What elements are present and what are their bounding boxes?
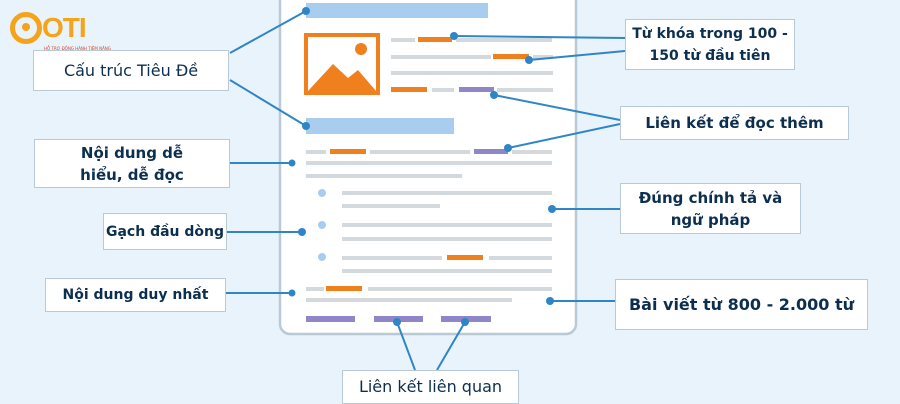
- document-page: [278, 0, 578, 336]
- label-read-more-text: Liên kết để đọc thêm: [645, 114, 824, 132]
- label-unique-content: Nội dung duy nhất: [45, 278, 226, 312]
- label-title-structure-text: Cấu trúc Tiêu Đề: [63, 60, 199, 80]
- moti-logo: OTI HỖ TRỢ ĐỒNG HÀNH TIÊM NĂNG: [10, 10, 111, 56]
- text-block-paragraph: [306, 149, 552, 178]
- heading-bar-top: [306, 3, 488, 18]
- connector-lines: [226, 10, 626, 371]
- label-spelling-line1: Đúng chính tả và: [638, 188, 783, 207]
- label-related-links: Liên kết liên quan: [342, 370, 519, 404]
- label-word-count-text: Bài viết từ 800 - 2.000 từ: [628, 294, 855, 314]
- label-spelling: Đúng chính tả và ngữ pháp: [620, 183, 801, 234]
- label-bullet-points: Gạch đầu dòng: [103, 213, 227, 250]
- label-word-count: Bài viết từ 800 - 2.000 từ: [615, 279, 868, 330]
- label-keyword-line2: 150 từ đầu tiên: [649, 47, 771, 64]
- label-easy-line2: hiểu, dễ đọc: [80, 165, 184, 184]
- label-keyword: Từ khóa trong 100 - 150 từ đầu tiên: [625, 19, 795, 70]
- heading-bar-middle: [306, 118, 454, 134]
- image-placeholder-icon: [304, 33, 380, 95]
- label-read-more: Liên kết để đọc thêm: [620, 106, 849, 140]
- label-bullet-text: Gạch đầu dòng: [105, 223, 224, 240]
- bullet-list: [318, 189, 552, 273]
- logo-wordmark: OTI: [42, 12, 87, 43]
- label-spelling-line2: ngữ pháp: [670, 210, 751, 229]
- text-block-closing: [306, 286, 552, 302]
- logo-ring-icon: [10, 12, 42, 44]
- logo-tagline: HỖ TRỢ ĐỒNG HÀNH TIÊM NĂNG: [44, 46, 111, 51]
- label-easy-line1: Nội dung dễ: [80, 143, 184, 162]
- label-unique-text: Nội dung duy nhất: [62, 287, 209, 303]
- label-easy-content: Nội dung dễ hiểu, dễ đọc: [34, 139, 230, 188]
- label-keyword-line1: Từ khóa trong 100 -: [632, 25, 788, 42]
- text-block-intro: [391, 37, 553, 92]
- connector-dots: [288, 7, 556, 326]
- label-related-text: Liên kết liên quan: [358, 377, 503, 396]
- label-title-structure: Cấu trúc Tiêu Đề: [33, 50, 229, 91]
